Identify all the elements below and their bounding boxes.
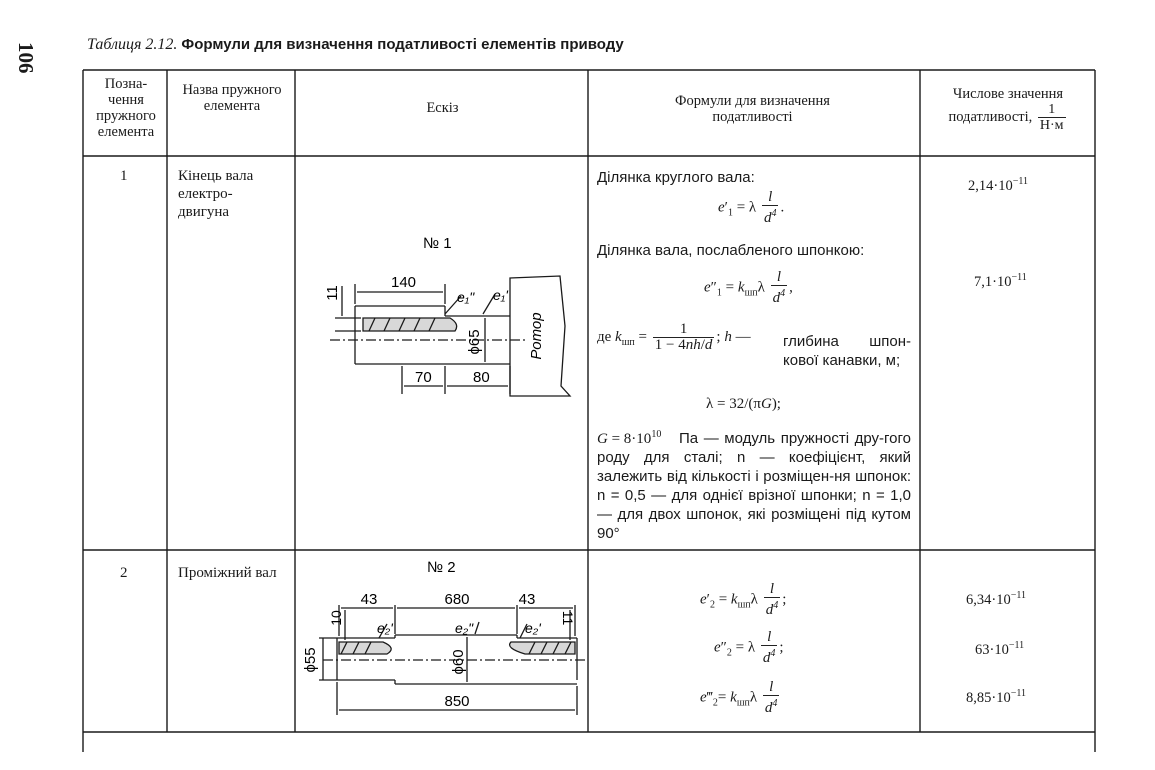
sketch2-dim-11: 11 (560, 611, 576, 626)
sketch2-dim-850: 850 (444, 693, 469, 710)
row2-value-2-exp: −11 (1008, 640, 1025, 651)
unit-denominator: Н·м (1039, 118, 1064, 133)
sketch2-dim-phi55: ϕ55 (302, 647, 319, 672)
sketch2-dim-680: 680 (444, 591, 469, 608)
sketch1-label-e1pp: e₁" (457, 289, 475, 305)
table-number: Таблиця 2.12. (87, 36, 178, 53)
sketch2-dim-10: 10 (328, 610, 344, 626)
sketch2-dim-43-left: 43 (361, 591, 378, 608)
unit-numerator: 1 (1037, 102, 1066, 118)
row2-name: Проміжний вал (178, 565, 277, 581)
sketch1-label-rotor: Ротор (528, 312, 545, 359)
sketch1-title: № 1 (423, 235, 452, 252)
header-unit-fraction: 1 Н·м (1037, 102, 1066, 133)
row1-formula-G: G = 8·1010 (597, 429, 662, 447)
header-sketch: Ескіз (426, 100, 459, 116)
sketch1-dim-140: 140 (391, 274, 416, 291)
row1-text-depth: глибина шпон-кової канавки, м; (783, 333, 911, 369)
sketch1-dim-11: 11 (324, 285, 341, 301)
row1-value-1-exp: −11 (1012, 176, 1028, 187)
table-caption: Таблиця 2.12. Формули для визначення под… (87, 36, 624, 54)
sketch2-label-e2-mid: e₂" (455, 620, 474, 636)
row1-value-2: 7,1·10−11 (974, 272, 1027, 291)
row2-value-2-base: 63·10 (975, 641, 1009, 658)
sketch1-dim-phi65: ϕ65 (466, 329, 483, 354)
row1-value-2-exp: −11 (1011, 272, 1027, 283)
row2-value-3-exp: −11 (1010, 688, 1026, 699)
row1-formula-lambda: λ = 32/(πG); (706, 396, 781, 412)
table-title: Формули для визначення податливості елем… (181, 36, 624, 53)
row2-value-1-base: 6,34·10 (966, 591, 1011, 608)
row2-value-3: 8,85·10−11 (966, 688, 1026, 707)
header-name: Назва пружного елемента (182, 82, 282, 114)
row2-value-3-base: 8,85·10 (966, 689, 1011, 706)
sketch2-dim-phi60: ϕ60 (450, 649, 467, 674)
header-designation: Позна-чення пружного елемента (96, 76, 156, 140)
row1-name: Кінець вала електро-двигуна (178, 168, 254, 220)
sketch1-label-e1p: e₁' (493, 287, 509, 303)
header-value-label: Числове значення податливості, (948, 86, 1064, 125)
row2-value-2: 63·10−11 (975, 640, 1024, 659)
row1-text-modulus: Па — модуль пружності дру-гого роду для … (597, 430, 911, 542)
header-value: Числове значення податливості, 1 Н·м (924, 86, 1092, 133)
row1-value-1: 2,14·10−11 (968, 176, 1028, 195)
row2-value-1-exp: −11 (1010, 590, 1026, 601)
row1-index: 1 (120, 168, 128, 184)
row1-text-key: Ділянка вала, послабленого шпонкою: (597, 242, 865, 259)
sketch2-dim-43-right: 43 (519, 591, 536, 608)
header-formulas: Формули для визначення податливості (675, 93, 830, 125)
row2-index: 2 (120, 565, 128, 581)
row2-value-1: 6,34·10−11 (966, 590, 1026, 609)
row1-value-1-base: 2,14·10 (968, 177, 1013, 194)
sketch2-label-e2-left: e₂' (377, 620, 394, 636)
sketch1-dim-70: 70 (415, 369, 432, 386)
sketch-2: № 2 (302, 559, 585, 715)
row1-text-round: Ділянка круглого вала: (597, 169, 755, 186)
sketch2-label-e2-right: e₂' (525, 620, 542, 636)
sketch2-title: № 2 (427, 559, 456, 576)
row1-value-2-base: 7,1·10 (974, 273, 1012, 290)
sketch1-dim-80: 80 (473, 369, 490, 386)
sketch-1: № 1 140 11 (324, 235, 572, 397)
